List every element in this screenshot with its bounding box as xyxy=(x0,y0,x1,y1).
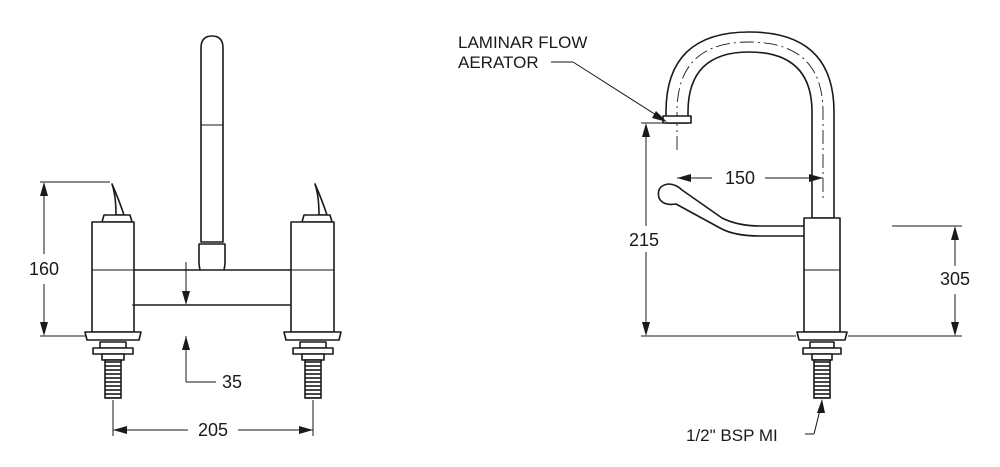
right-tap-body xyxy=(283,183,342,341)
aerator-note-line1: LAMINAR FLOW xyxy=(458,33,587,52)
right-view: LAMINAR FLOW AERATOR 150 215 xyxy=(458,31,970,445)
dimension-reach: 150 xyxy=(677,168,823,188)
mixer-body xyxy=(796,217,848,341)
dimension-depth: 35 xyxy=(132,262,242,392)
gooseneck-spout xyxy=(662,31,835,219)
dimension-height-label: 160 xyxy=(29,259,59,279)
right-tail-connector xyxy=(292,341,334,399)
aerator-note-line2: AERATOR xyxy=(458,53,539,72)
dimension-centres-label: 205 xyxy=(198,420,228,440)
lever-handle xyxy=(657,183,809,237)
swivel-spout xyxy=(198,35,226,279)
dimension-spout-height-label: 215 xyxy=(629,230,659,250)
dimension-height: 160 xyxy=(29,181,110,337)
dimension-overall-height-label: 305 xyxy=(940,269,970,289)
dimension-spout-height: 215 xyxy=(629,122,796,337)
tail-connector xyxy=(802,341,842,399)
connection-note: 1/2" BSP MI xyxy=(686,426,778,445)
bridge-body xyxy=(127,269,305,306)
left-view: 160 35 205 xyxy=(29,35,342,440)
dimension-depth-label: 35 xyxy=(222,372,242,392)
left-tap-body xyxy=(84,183,142,341)
aerator-callout: LAMINAR FLOW AERATOR xyxy=(458,33,667,122)
dimension-centres: 205 xyxy=(112,400,314,440)
connection-callout: 1/2" BSP MI xyxy=(686,399,825,445)
dimension-overall-height: 305 xyxy=(848,225,970,337)
left-tail-connector xyxy=(92,341,134,399)
dimension-reach-label: 150 xyxy=(725,168,755,188)
